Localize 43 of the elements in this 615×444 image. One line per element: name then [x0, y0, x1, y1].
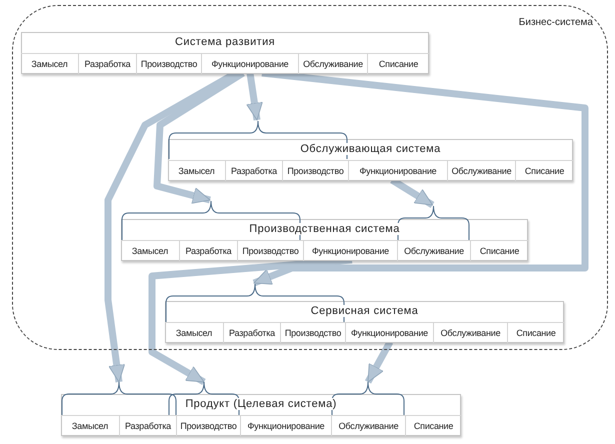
- stage-cell: Разработка: [179, 240, 237, 261]
- stage-cell: Замысел: [21, 53, 78, 74]
- stage-cell: Списание: [470, 240, 528, 261]
- stage-cell: Списание: [405, 415, 461, 436]
- stage-cell: Функционирование: [240, 415, 331, 436]
- stage-cell: Производство: [136, 53, 201, 74]
- stage-cell: Замысел: [165, 322, 223, 343]
- system-table: [61, 394, 461, 436]
- stage-cell: Разработка: [78, 53, 136, 74]
- dashed-boundary: [12, 5, 608, 350]
- stage-cell: Списание: [507, 322, 564, 343]
- system-table: [121, 219, 528, 261]
- stage-cell: Замысел: [168, 160, 225, 181]
- stage-cell: Замысел: [121, 240, 179, 261]
- stage-cell: Производство: [282, 160, 348, 181]
- table-title: Производственная система: [247, 223, 402, 235]
- stage-cell: Обслуживание: [331, 415, 405, 436]
- stage-cell: Обслуживание: [447, 160, 515, 181]
- table-title: Сервисная система: [308, 305, 420, 317]
- system-table: [168, 139, 573, 181]
- stage-cell: Обслуживание: [397, 240, 470, 261]
- stage-cell: Производство: [237, 240, 303, 261]
- stage-cell: Функционирование: [348, 160, 447, 181]
- stage-cell: Функционирование: [303, 240, 397, 261]
- stage-cell: Списание: [515, 160, 573, 181]
- stage-cell: Замысел: [61, 415, 119, 436]
- region-label: Бизнес-система: [518, 17, 593, 28]
- system-table: [21, 32, 429, 74]
- curly-brace: [61, 380, 177, 415]
- table-title: Обслуживающая система: [298, 143, 443, 155]
- stage-cell: Обслуживание: [433, 322, 507, 343]
- stage-cell: Разработка: [223, 322, 280, 343]
- stage-cell: Функционирование: [201, 53, 298, 74]
- arrow: [246, 72, 263, 121]
- stage-cell: Разработка: [225, 160, 282, 181]
- stage-cell: Обслуживание: [298, 53, 367, 74]
- stage-cell: Разработка: [119, 415, 176, 436]
- system-table: [165, 301, 564, 343]
- stage-cell: Производство: [176, 415, 240, 436]
- stage-cell: Производство: [280, 322, 345, 343]
- stage-cell: Списание: [367, 53, 429, 74]
- stage-cell: Функционирование: [345, 322, 433, 343]
- table-title: Продукт (Целевая система): [183, 398, 339, 410]
